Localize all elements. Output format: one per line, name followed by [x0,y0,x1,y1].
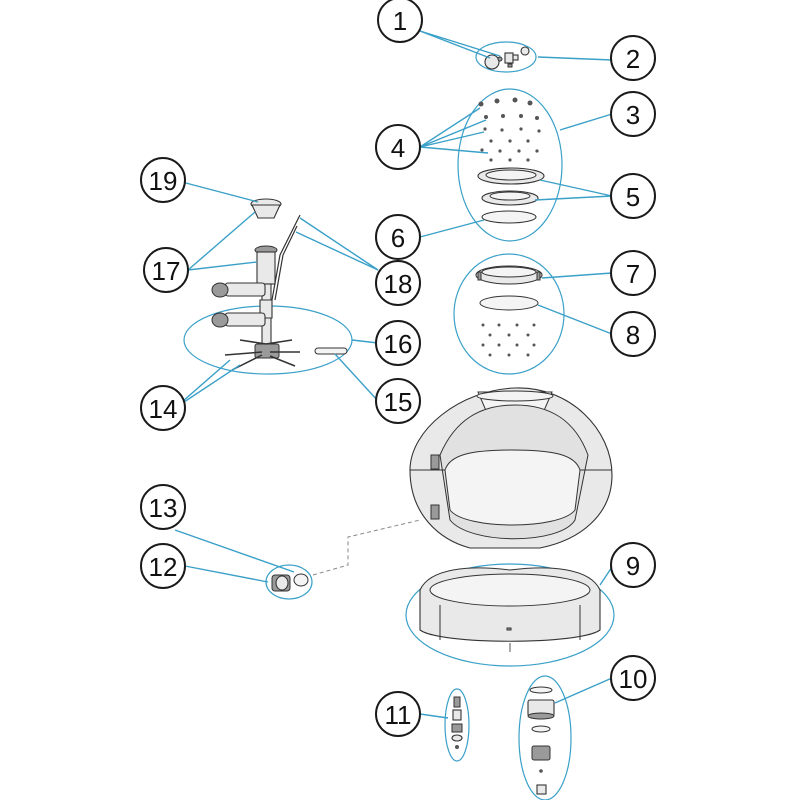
group-ellipse-top-fittings [475,41,537,73]
drain-plug [271,573,309,592]
callout-13: 13 [140,484,186,530]
svg-text:17: 17 [152,256,181,286]
drain-assembly [527,686,555,795]
callout-5: 5 [610,173,656,219]
svg-text:5: 5 [626,182,640,212]
callout-12: 12 [140,543,186,589]
filter-base [419,567,601,652]
valve-assembly [451,696,463,749]
filter-tank [409,387,613,549]
leader-lines [174,30,613,719]
svg-text:15: 15 [384,387,413,417]
callout-2: 2 [610,35,656,81]
svg-text:12: 12 [149,552,178,582]
ring-bolts [481,323,536,357]
callout-16: 16 [375,320,421,366]
svg-text:16: 16 [384,329,413,359]
svg-text:6: 6 [391,223,405,253]
svg-text:19: 19 [149,166,178,196]
svg-text:18: 18 [384,269,413,299]
callout-10: 10 [610,655,656,701]
callout-9: 9 [610,542,656,588]
callout-6: 6 [375,214,421,260]
svg-text:1: 1 [393,6,407,36]
svg-text:3: 3 [626,100,640,130]
callout-15: 15 [375,378,421,424]
callout-8: 8 [610,311,656,357]
svg-text:10: 10 [619,664,648,694]
callout-11: 11 [375,691,421,737]
svg-text:9: 9 [626,551,640,581]
callout-19: 19 [140,157,186,203]
callout-1: 1 [377,0,423,43]
svg-text:11: 11 [385,700,412,730]
callout-14: 14 [140,385,186,431]
callout-3: 3 [610,91,656,137]
svg-text:8: 8 [626,320,640,350]
svg-text:2: 2 [626,44,640,74]
svg-text:7: 7 [626,259,640,289]
group-ellipse-valve [444,688,470,762]
lid-bolts [478,97,541,162]
callout-4: 4 [375,124,421,170]
group-ellipse-drain [518,675,572,800]
callout-18: 18 [375,260,421,306]
lateral-assembly [211,198,348,371]
plug-dashed-leader [312,519,421,576]
group-ellipse-base [405,563,615,667]
group-ellipse-ring [453,253,565,375]
svg-text:4: 4 [391,133,405,163]
lid-rings [477,167,545,224]
locking-ring [475,265,543,311]
callout-7: 7 [610,250,656,296]
group-ellipse-lid [457,88,563,242]
top-fittings [484,46,530,70]
svg-text:13: 13 [149,493,178,523]
callout-17: 17 [143,247,189,293]
svg-text:14: 14 [149,394,178,424]
